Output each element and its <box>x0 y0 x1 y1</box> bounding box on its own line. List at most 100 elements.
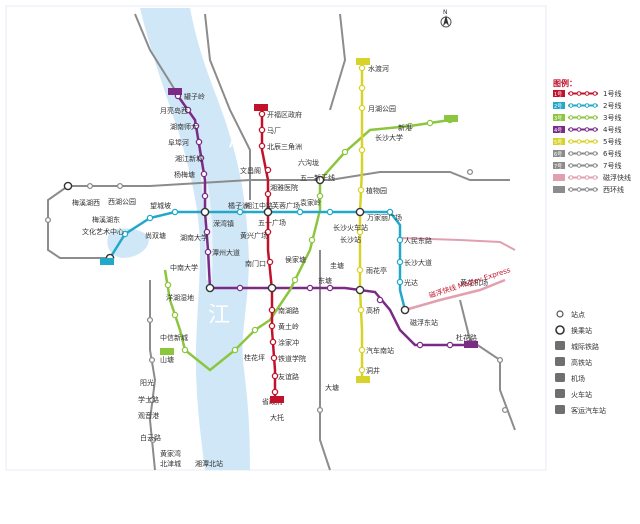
station-dot[interactable] <box>171 311 179 319</box>
transfer-station-icon[interactable] <box>355 207 365 217</box>
station-label[interactable]: 侯家塘 <box>285 255 306 264</box>
station-label[interactable]: 中信新城 <box>160 333 188 342</box>
station-label[interactable]: 橘子洲 <box>228 201 249 210</box>
station-label[interactable]: 马厂 <box>267 127 281 135</box>
station-dot[interactable] <box>258 142 266 150</box>
transfer-station-icon[interactable] <box>63 181 73 191</box>
station-label[interactable]: 月湖公园 <box>368 104 396 113</box>
station-label[interactable]: 植物园 <box>366 186 387 195</box>
transfer-station-icon[interactable] <box>205 283 215 293</box>
station-dot[interactable] <box>358 84 366 92</box>
station-label[interactable]: 五一新干线 <box>300 173 335 182</box>
station-dot[interactable] <box>358 346 366 354</box>
station-label[interactable]: 黄家湾 <box>160 449 181 458</box>
station-label[interactable]: 东塘 <box>318 276 332 285</box>
station-label[interactable]: 湘江中路 <box>245 201 273 210</box>
station-dot[interactable] <box>306 284 314 292</box>
station-label[interactable]: 黄花机场 <box>460 278 488 287</box>
station-dot[interactable] <box>426 119 434 127</box>
station-label[interactable]: 湖南大学 <box>180 233 208 242</box>
station-label[interactable]: 北辰三角洲 <box>267 142 302 151</box>
station-label[interactable]: 湘潭北站 <box>195 459 223 468</box>
station-dot[interactable] <box>148 396 156 404</box>
station-label[interactable]: 湖南师大 <box>170 122 198 131</box>
station-dot[interactable] <box>466 168 474 176</box>
station-label[interactable]: 湘雅医院 <box>270 183 298 192</box>
station-label[interactable]: 开福区政府 <box>267 110 302 119</box>
station-label[interactable]: 万家丽广场 <box>367 213 402 222</box>
station-label[interactable]: 北津城 <box>160 460 181 468</box>
station-label[interactable]: 梅溪湖西 <box>72 198 100 207</box>
station-dot[interactable] <box>316 192 324 200</box>
station-dot[interactable] <box>326 284 334 292</box>
station-dot[interactable] <box>146 316 154 324</box>
station-label[interactable]: 光达 <box>404 278 418 287</box>
station-dot[interactable] <box>181 346 189 354</box>
station-label[interactable]: 阳光 <box>140 378 154 387</box>
station-dot[interactable] <box>271 372 279 380</box>
station-label[interactable]: 涂家冲 <box>278 338 299 347</box>
station-label[interactable]: 雨花亭 <box>366 266 387 275</box>
station-label[interactable]: 长沙火车站 <box>333 223 368 232</box>
station-dot[interactable] <box>203 228 211 236</box>
station-label[interactable]: 高桥 <box>366 306 380 315</box>
transfer-station-icon[interactable] <box>400 305 410 315</box>
station-dot[interactable] <box>204 248 212 256</box>
station-dot[interactable] <box>406 122 414 130</box>
station-dot[interactable] <box>264 190 272 198</box>
station-dot[interactable] <box>358 64 366 72</box>
station-label[interactable]: 桂花坪 <box>244 353 265 362</box>
station-dot[interactable] <box>236 208 244 216</box>
station-dot[interactable] <box>264 166 272 174</box>
station-dot[interactable] <box>258 126 266 134</box>
station-dot[interactable] <box>386 208 394 216</box>
station-dot[interactable] <box>268 322 276 330</box>
station-dot[interactable] <box>121 230 129 238</box>
station-dot[interactable] <box>358 366 366 374</box>
station-label[interactable]: 西湖公园 <box>108 197 136 206</box>
station-dot[interactable] <box>271 388 279 396</box>
station-dot[interactable] <box>200 170 208 178</box>
station-label[interactable]: 杨梅塘 <box>174 170 195 179</box>
station-dot[interactable] <box>268 306 276 314</box>
station-label[interactable]: 潭州大道 <box>212 248 240 257</box>
transfer-station-icon[interactable] <box>267 283 277 293</box>
station-label[interactable]: 黄土岭 <box>278 322 299 331</box>
station-label[interactable]: 六沟垅 <box>298 158 319 167</box>
station-dot[interactable] <box>356 266 364 274</box>
station-label[interactable]: 望城坡 <box>150 201 171 210</box>
station-label[interactable]: 友谊路 <box>278 372 299 381</box>
station-dot[interactable] <box>396 258 404 266</box>
station-dot[interactable] <box>341 148 349 156</box>
station-label[interactable]: 中南大学 <box>170 263 198 272</box>
station-label[interactable]: 尚双塘 <box>145 231 166 240</box>
station-label[interactable]: 圭塘 <box>330 261 344 270</box>
transfer-station-icon[interactable] <box>263 207 273 217</box>
station-label[interactable]: 新港 <box>398 123 412 132</box>
station-label[interactable]: 学士路 <box>138 395 159 404</box>
station-dot[interactable] <box>357 186 365 194</box>
station-dot[interactable] <box>258 110 266 118</box>
station-dot[interactable] <box>308 236 316 244</box>
station-label[interactable]: 长沙大道 <box>404 258 432 267</box>
station-label[interactable]: 山塘 <box>160 355 174 364</box>
station-label[interactable]: 芙蓉广场 <box>272 201 300 210</box>
station-dot[interactable] <box>146 214 154 222</box>
station-label[interactable]: 长沙大学 <box>375 133 403 142</box>
station-dot[interactable] <box>270 354 278 362</box>
station-dot[interactable] <box>296 208 304 216</box>
station-dot[interactable] <box>316 406 324 414</box>
station-label[interactable]: 观音港 <box>138 411 159 420</box>
station-dot[interactable] <box>269 338 277 346</box>
transfer-station-icon[interactable] <box>315 175 325 185</box>
station-dot[interactable] <box>171 208 179 216</box>
station-label[interactable]: 阜埠河 <box>168 138 189 147</box>
station-label[interactable]: 白云路 <box>140 433 161 442</box>
station-label[interactable]: 文化艺术中心 <box>82 227 124 236</box>
station-dot[interactable] <box>164 281 172 289</box>
station-dot[interactable] <box>396 236 404 244</box>
station-label[interactable]: 五一广场 <box>258 218 286 227</box>
station-dot[interactable] <box>291 276 299 284</box>
station-label[interactable]: 大托 <box>270 413 284 422</box>
station-label[interactable]: 长沙站 <box>340 235 361 244</box>
